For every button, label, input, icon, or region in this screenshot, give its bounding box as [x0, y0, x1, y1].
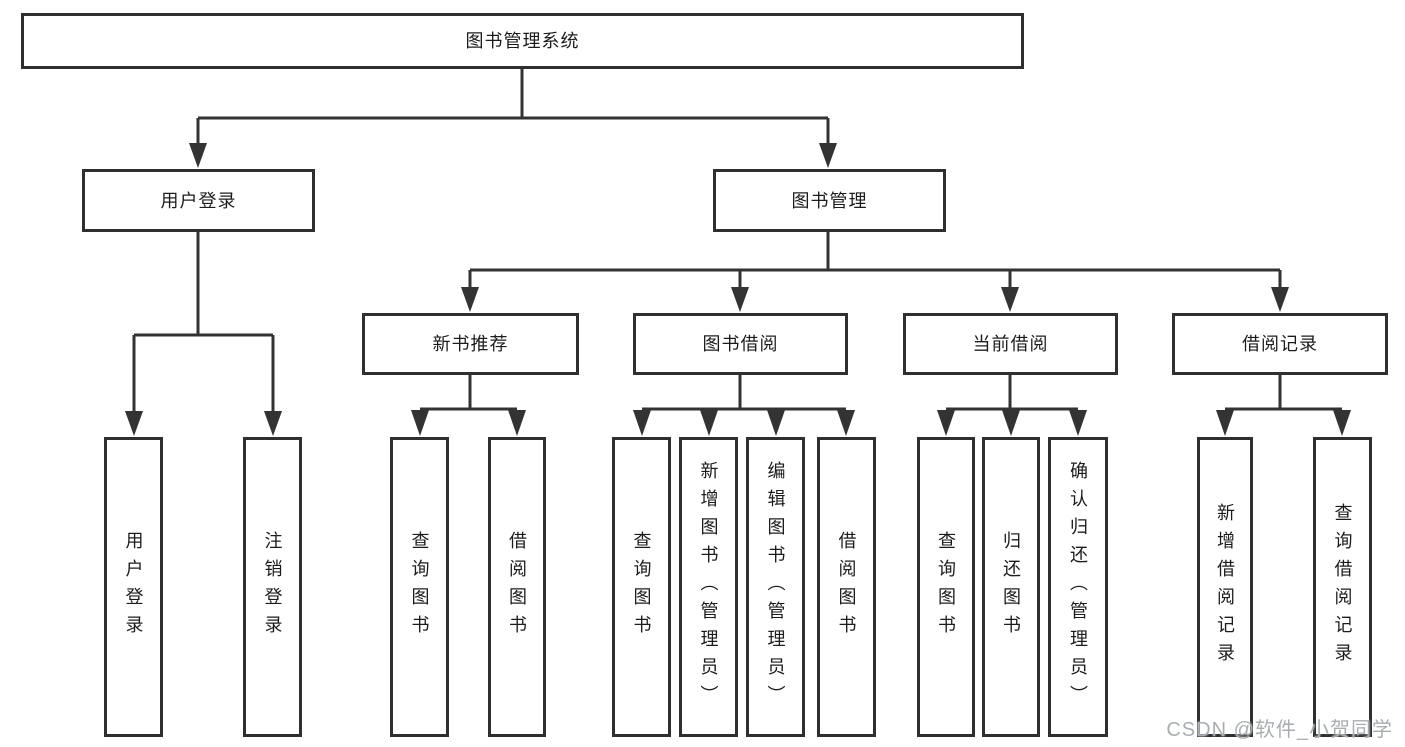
node-label: 借阅图书	[507, 531, 527, 643]
node-label: 图书管理	[791, 190, 868, 211]
leaf-confirm-return-admin: 确认归还（管理员）	[1048, 437, 1108, 737]
node-label: 新增图书（管理员）	[698, 461, 719, 713]
connector-paths	[132, 68, 1342, 412]
leaf-borrow-books: 借阅图书	[817, 437, 876, 737]
node-label: 图书管理系统	[465, 31, 580, 51]
leaf-add-borrow-record: 新增借阅记录	[1197, 437, 1253, 737]
leaf-add-books-admin: 新增图书（管理员）	[679, 437, 738, 737]
node-label: 查询图书	[409, 531, 430, 643]
node-label: 编辑图书（管理员）	[765, 461, 786, 713]
leaf-edit-books-admin: 编辑图书（管理员）	[746, 437, 805, 737]
arrowheads	[125, 143, 1351, 436]
node-label: 新书推荐	[432, 334, 509, 354]
leaf-query-borrow-record: 查询借阅记录	[1313, 437, 1372, 737]
node-user-login: 用户登录	[82, 169, 315, 232]
node-label: 查询借阅记录	[1332, 503, 1353, 671]
node-new-book-recommendation: 新书推荐	[362, 313, 579, 375]
node-label: 查询图书	[631, 531, 652, 643]
node-label: 确认归还（管理员）	[1068, 461, 1088, 713]
leaf-logout: 注销登录	[243, 437, 302, 737]
watermark: CSDN @软件_小贺同学	[1166, 719, 1393, 741]
leaf-return-books: 归还图书	[982, 437, 1040, 737]
leaf-user-login: 用户登录	[104, 437, 163, 737]
node-label: 查询图书	[936, 531, 956, 643]
leaf-query-books-current: 查询图书	[917, 437, 975, 737]
node-label: 借阅记录	[1242, 334, 1318, 354]
node-label: 新增借阅记录	[1215, 503, 1235, 671]
node-book-management: 图书管理	[713, 169, 946, 232]
node-borrowing-records: 借阅记录	[1172, 313, 1388, 375]
node-label: 归还图书	[1001, 531, 1021, 643]
node-label: 注销登录	[262, 531, 283, 643]
node-current-borrowing: 当前借阅	[903, 313, 1118, 375]
leaf-query-books-recommend: 查询图书	[390, 437, 449, 737]
node-book-borrowing: 图书借阅	[633, 313, 848, 375]
leaf-query-books-borrow: 查询图书	[612, 437, 671, 737]
node-library-management-system: 图书管理系统	[21, 13, 1024, 69]
node-label: 当前借阅	[972, 334, 1049, 354]
node-label: 借阅图书	[836, 531, 857, 643]
node-label: 图书借阅	[702, 334, 779, 354]
node-label: 用户登录	[123, 531, 144, 643]
leaf-borrow-books-recommend: 借阅图书	[488, 437, 546, 737]
node-label: 用户登录	[160, 190, 237, 211]
